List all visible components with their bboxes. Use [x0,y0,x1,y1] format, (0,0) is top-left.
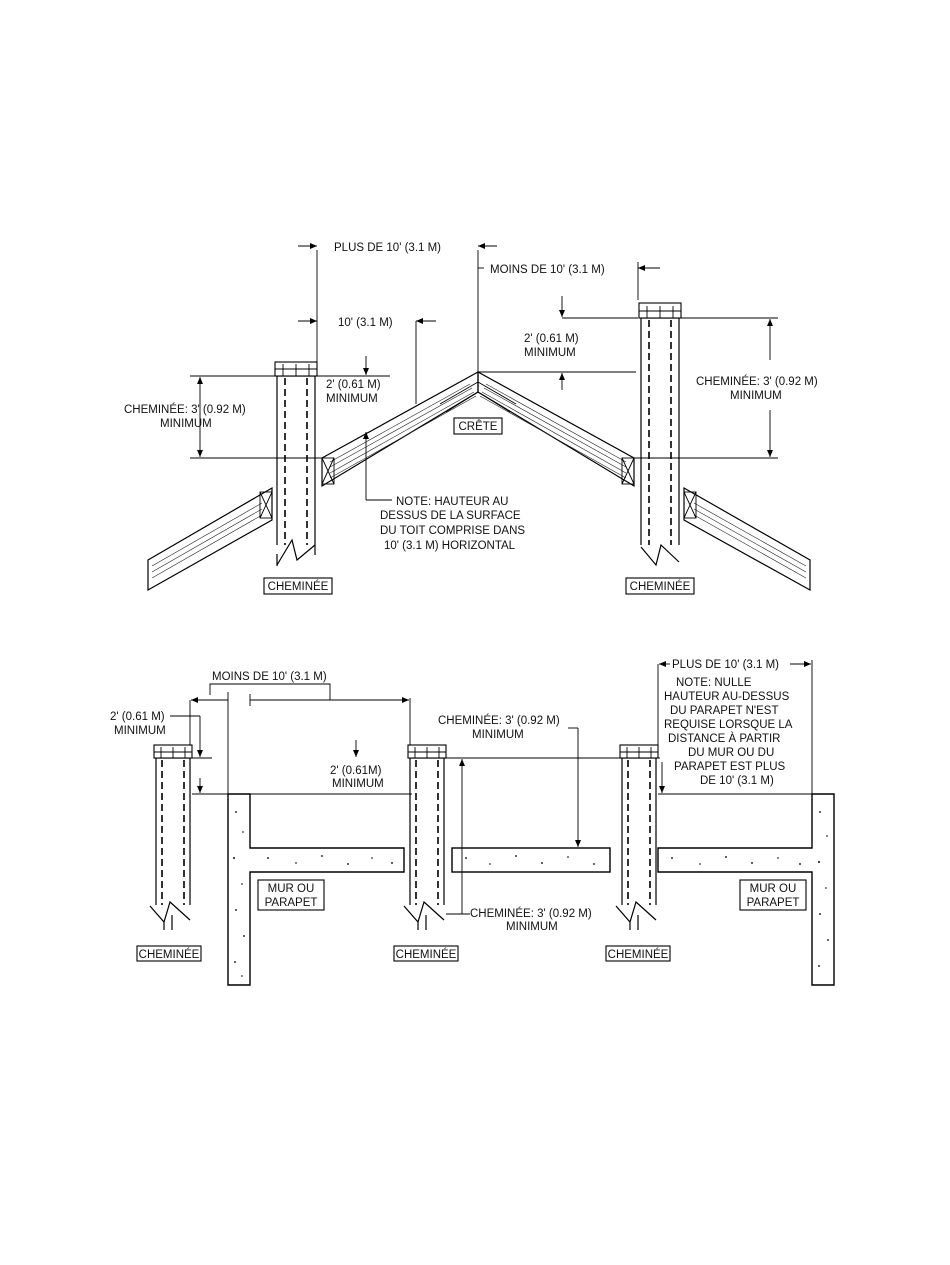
chimney-bottom-2 [403,744,450,933]
top-right-3ft-line2: MINIMUM [730,390,782,402]
bottom-dim-plus-10: PLUS DE 10' (3.1 M) [672,659,779,671]
top-left-3ft-line2: MINIMUM [160,418,212,430]
chimney-right-label-box [625,577,695,595]
bottom-parapet-diagram: MOINS DE 10' (3.1 M) 2' (0.61 M) MINIMUM… [110,659,835,986]
wall-right-label-box [739,879,807,911]
top-left-2ft-line2: MINIMUM [326,393,378,405]
bottom-left-2ft-line1: 2' (0.61 M) [110,711,165,723]
bottom-note-line2: HAUTEUR AU-DESSUS [664,691,790,703]
bottom-low-3ft-line2: MINIMUM [506,921,558,933]
chimney-1-label-box [136,945,202,962]
middle-slab [451,847,611,873]
bottom-dimensions [170,660,813,915]
top-dim-moins-10: MOINS DE 10' (3.1 M) [490,264,605,276]
bottom-note-line8: DE 10' (3.1 M) [700,775,774,787]
chimney-bottom-1 [149,744,196,933]
lower-right-roof [683,486,811,592]
top-right-2ft-line1: 2' (0.61 M) [524,333,579,345]
chimney-2-label: CHEMINÉE [396,948,457,961]
chimney-2-label-box [393,945,459,962]
top-dimensions [190,243,778,501]
top-dim-10: 10' (3.1 M) [338,317,393,329]
ridge-label-box [453,417,503,435]
top-note-line4: 10' (3.1 M) HORIZONTAL [384,540,516,552]
bottom-dim-moins-10: MOINS DE 10' (3.1 M) [212,671,327,683]
bottom-note-line3: DU PARAPET N'EST [670,705,779,717]
chimney-1-label: CHEMINÉE [139,948,200,961]
lower-left-roof [147,486,273,592]
chimney-left-label: CHEMINÉE [268,580,329,593]
ridge-label: CRÊTE [459,420,498,433]
bottom-mid-2ft-line1: 2' (0.61M) [330,765,382,777]
roof-right-slope [477,370,635,488]
wall-right-label-line1: MUR OU [750,883,797,895]
top-left-3ft-line1: CHEMINÉE: 3' (0.92 M) [124,403,246,416]
chimney-right [634,302,688,575]
wall-left-label-line1: MUR OU [268,883,315,895]
chimney-3-label: CHEMINÉE [608,948,669,961]
wall-left-label-box [257,879,325,911]
bottom-low-3ft-line1: CHEMINÉE: 3' (0.92 M) [470,907,592,920]
chimney-left [270,361,324,575]
bottom-mid-3ft-line1: CHEMINÉE: 3' (0.92 M) [438,714,560,727]
top-right-2ft-line2: MINIMUM [524,347,576,359]
bottom-note-line5: DISTANCE À PARTIR [668,732,780,745]
chimney-left-label-box [263,577,333,595]
bottom-note-line6: DU MUR OU DU [688,747,774,759]
top-left-2ft-line1: 2' (0.61 M) [326,379,381,391]
chimney-bottom-3 [615,744,662,933]
top-note-line2: DESSUS DE LA SURFACE [380,510,521,522]
top-dim-plus-10: PLUS DE 10' (3.1 M) [334,242,441,254]
top-note-line1: NOTE: HAUTEUR AU [396,496,508,508]
top-note-line3: DU TOIT COMPRISE DANS [380,525,525,537]
wall-left [227,793,405,986]
wall-right-label-line2: PARAPET [747,897,800,909]
chimney-3-label-box [605,945,671,962]
bottom-note-line4: REQUISE LORSQUE LA [664,719,793,731]
wall-left-label-line2: PARAPET [265,897,318,909]
bottom-mid-2ft-line2: MINIMUM [332,778,384,790]
chimney-right-label: CHEMINÉE [630,580,691,593]
bottom-note-line1: NOTE: NULLE [676,677,752,689]
bottom-left-2ft-line2: MINIMUM [114,725,166,737]
top-right-3ft-line1: CHEMINÉE: 3' (0.92 M) [696,375,818,388]
bottom-mid-3ft-line2: MINIMUM [472,729,524,741]
wall-right [657,793,835,986]
bottom-note-line7: PARAPET EST PLUS [674,761,786,773]
top-roof-diagram: PLUS DE 10' (3.1 M) MOINS DE 10' (3.1 M)… [124,242,818,595]
